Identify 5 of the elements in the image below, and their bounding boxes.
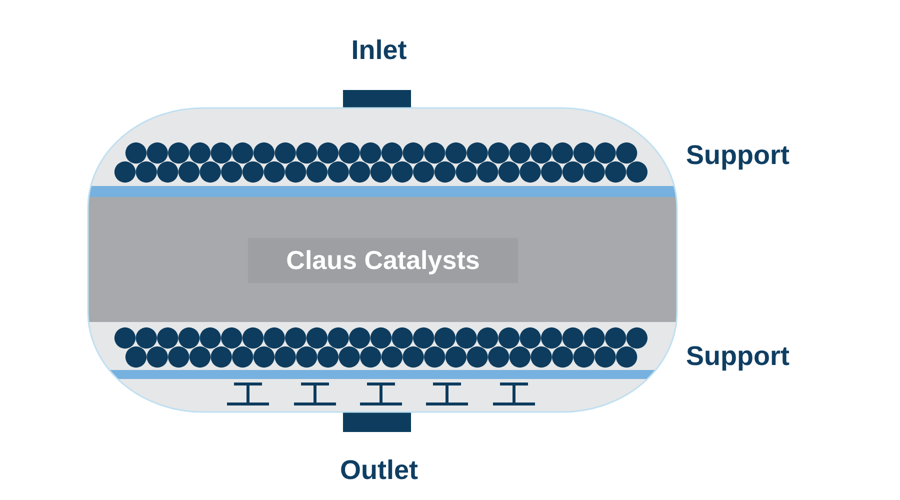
- layer-label: Support: [686, 340, 790, 372]
- layer-label: Support: [686, 139, 790, 171]
- inlet-label: Inlet: [351, 34, 407, 66]
- outlet-label: Outlet: [340, 454, 418, 486]
- catalyst-label: Claus Catalysts: [248, 238, 518, 283]
